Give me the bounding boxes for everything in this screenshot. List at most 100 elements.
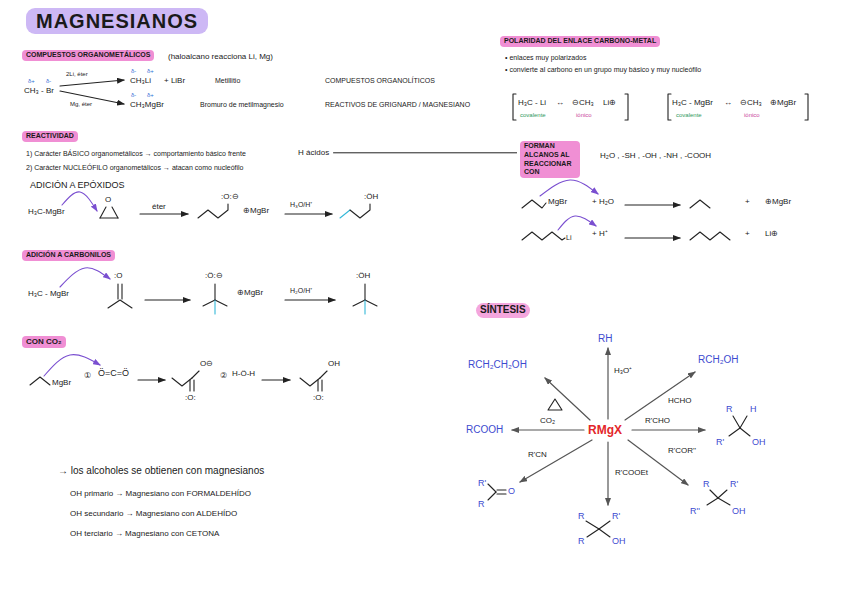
note-text: iónico — [744, 112, 760, 119]
heading-band: COMPUESTOS ORGANOMETÁLICOS — [22, 50, 154, 61]
bond — [497, 493, 506, 494]
bracket — [625, 94, 628, 120]
note-text: éter — [152, 202, 166, 212]
bond — [718, 490, 727, 498]
note-text: R'COR'' — [668, 446, 696, 456]
bond — [300, 378, 320, 386]
note-text: H ácidos — [298, 148, 329, 158]
bond — [587, 529, 599, 537]
note-text: • convierte al carbono en un grupo muy b… — [505, 66, 701, 74]
electron-arrow — [558, 216, 596, 230]
note-text: R'CN — [528, 450, 547, 460]
note-text: HCHO — [668, 396, 692, 406]
note-text: RCH₂OH — [698, 354, 739, 366]
note-text: H₂O , -SH , -OH , -NH , -COOH — [600, 151, 711, 161]
bond — [108, 300, 132, 308]
note-text: OH — [612, 536, 626, 547]
bond — [198, 204, 228, 218]
reaction-arrow — [262, 379, 290, 380]
reaction-arrow — [607, 348, 608, 419]
heading-band: REACTIVIDAD — [22, 131, 78, 142]
heading-band: FORMAN ALCANOS AL REACCIONAR CON — [520, 141, 580, 178]
note-text: R'CHO — [645, 416, 670, 426]
note-text: :O: — [185, 393, 196, 403]
bond — [740, 416, 747, 428]
bond — [172, 378, 192, 386]
bond — [690, 200, 710, 208]
note-text: ↔ — [724, 98, 732, 108]
bond — [317, 380, 318, 391]
note-text: RCOOH — [466, 424, 503, 436]
note-text: COMPUESTOS ORGANOLÍTICOS — [325, 77, 435, 85]
bond — [340, 210, 350, 218]
note-text: R' — [612, 511, 620, 522]
note-text: ⊕MgBr — [237, 288, 263, 298]
heading-text: POLARIDAD DEL ENLACE CARBONO-METAL — [504, 37, 656, 46]
note-text: :O — [114, 271, 122, 281]
electron-arrow — [62, 192, 97, 211]
note-text: OH primario → Magnesiano con FORMALDEHÍD… — [70, 489, 251, 499]
note-text: + H₂O — [592, 197, 614, 207]
reaction-arrow — [545, 378, 590, 420]
note-text: RH — [598, 333, 612, 345]
heading-text: SÍNTESIS — [480, 304, 526, 317]
bond — [364, 300, 365, 314]
note-text: Metillitio — [215, 77, 240, 85]
bond — [193, 380, 194, 391]
note-text: H — [750, 404, 757, 415]
note-text: ⊕MgBr — [770, 98, 796, 108]
note-text: R — [478, 499, 485, 510]
note-text: R'' — [690, 506, 700, 517]
note-text: OH — [732, 506, 746, 517]
note-text: OH — [752, 437, 766, 448]
note-text: Bromuro de metilmagnesio — [200, 101, 284, 109]
reaction-arrow — [607, 442, 608, 505]
bracket — [513, 94, 516, 120]
note-text: Li — [566, 234, 571, 242]
electron-arrow — [60, 268, 110, 287]
reaction-arrow — [138, 379, 165, 380]
bond — [488, 484, 496, 492]
note-text: H₃C-MgBr — [28, 207, 65, 217]
note-text: :Ö:⊖ — [205, 271, 223, 281]
note-text: covalente — [676, 112, 702, 119]
note-text: (haloalcano reacciona Li, Mg) — [168, 52, 273, 62]
note-text: CH₃MgBr — [130, 100, 164, 110]
note-text: H₃C - Li — [518, 98, 546, 108]
note-text: CO₂ — [540, 416, 555, 426]
bond — [599, 529, 610, 537]
bond — [707, 498, 718, 505]
note-text: R — [578, 536, 585, 547]
note-text: + — [745, 229, 750, 239]
note-text: 2) Carácter NUCLEÓFILO organometálicos →… — [26, 164, 243, 172]
note-text: H₃O/H⁺ — [290, 201, 312, 209]
note-text: R — [703, 479, 710, 490]
note-text: + — [745, 197, 750, 207]
note-text: CH₃Li — [130, 76, 151, 86]
note-text: R' — [730, 479, 738, 490]
reaction-arrow — [625, 372, 695, 420]
note-text: ⊕MgBr — [243, 206, 269, 216]
note-text: MgBr — [548, 197, 567, 207]
note-text: + LiBr — [164, 76, 185, 86]
note-text: δ- — [131, 68, 136, 75]
note-text: H₃C - MgBr — [672, 98, 713, 108]
note-text: Ö=C=Ö — [98, 368, 129, 379]
note-text: R' — [716, 437, 724, 448]
page-title: MAGNESIANOS — [26, 8, 208, 34]
note-text: CH₃ - Br — [24, 86, 54, 96]
heading-text: COMPUESTOS ORGANOMETÁLICOS — [26, 51, 150, 60]
note-text: R — [726, 404, 733, 415]
note-text: :O:⊖ — [221, 192, 239, 202]
bond — [100, 217, 118, 218]
note-text: δ+ — [28, 78, 35, 85]
bond — [690, 232, 730, 240]
note-text: R — [578, 511, 585, 522]
bond — [350, 204, 370, 218]
note-text: RMgX — [588, 423, 622, 437]
electron-arrow — [44, 355, 100, 376]
bond — [522, 200, 546, 208]
bond — [586, 521, 599, 529]
note-text: + H⁺ — [592, 229, 608, 239]
note-text: H-Ö-H — [232, 369, 255, 379]
